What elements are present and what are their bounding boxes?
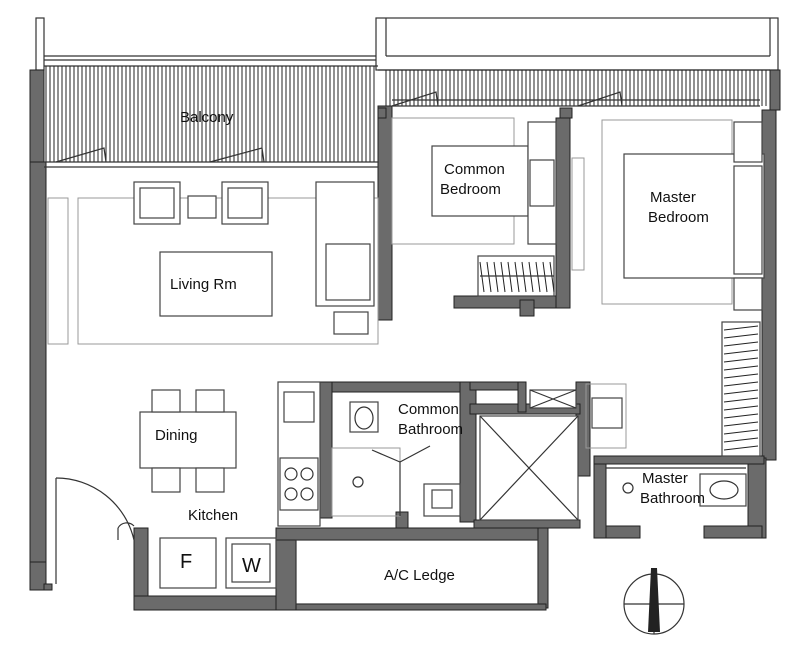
interior-walls bbox=[319, 105, 591, 529]
label-common-bathroom-1: Common bbox=[398, 401, 459, 418]
service-shaft bbox=[479, 389, 579, 521]
ac-ledge-outline bbox=[295, 539, 539, 605]
label-common-bedroom-1: Common bbox=[444, 161, 505, 178]
balcony-decking bbox=[44, 65, 770, 162]
master-bathroom-fixtures bbox=[585, 383, 747, 507]
room-labels: Balcony Common Bedroom Master Bedroom Li… bbox=[155, 109, 709, 584]
wardrobe-hatch bbox=[479, 261, 759, 451]
common-bathroom-fixtures bbox=[331, 401, 461, 517]
label-living-room: Living Rm bbox=[170, 276, 237, 293]
label-master-bathroom-2: Bathroom bbox=[640, 490, 705, 507]
label-washer: W bbox=[242, 555, 261, 577]
exterior-walls bbox=[29, 69, 781, 611]
label-master-bathroom-1: Master bbox=[642, 470, 688, 487]
label-dining: Dining bbox=[155, 427, 198, 444]
label-master-bedroom-1: Master bbox=[650, 189, 696, 206]
label-ac-ledge: A/C Ledge bbox=[384, 567, 455, 584]
balcony-railing bbox=[35, 17, 779, 71]
label-fridge: F bbox=[180, 551, 192, 573]
living-furniture bbox=[47, 181, 379, 345]
label-common-bathroom-2: Bathroom bbox=[398, 421, 463, 438]
label-common-bedroom-2: Bedroom bbox=[440, 181, 501, 198]
label-master-bedroom-2: Bedroom bbox=[648, 209, 709, 226]
label-balcony: Balcony bbox=[180, 109, 234, 126]
kitchen-dining-furniture bbox=[139, 381, 321, 589]
sliding-doors bbox=[44, 91, 760, 168]
entrance-door bbox=[55, 477, 135, 584]
compass-icon bbox=[623, 568, 685, 635]
label-kitchen: Kitchen bbox=[188, 507, 238, 524]
